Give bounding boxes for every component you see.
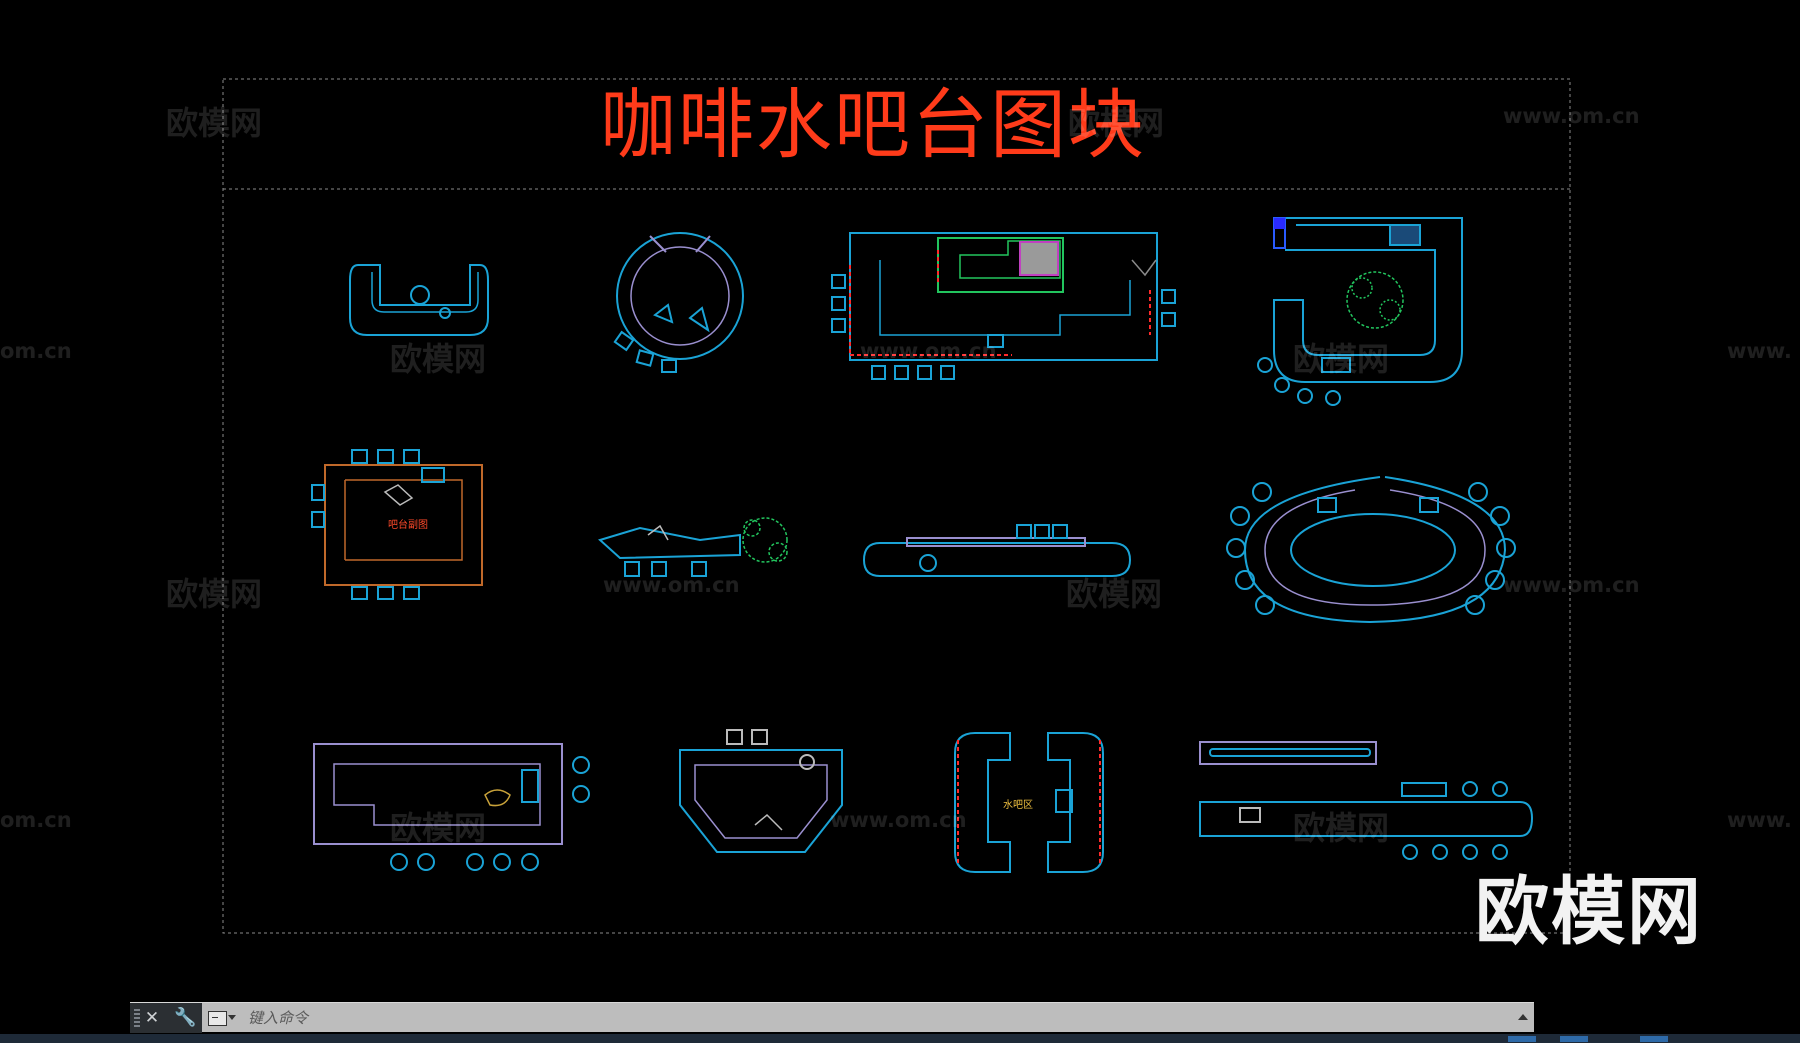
sheet-frame <box>222 78 1571 934</box>
close-icon[interactable]: ✕ <box>144 1008 160 1028</box>
watermark-cn: 欧模网 <box>1293 809 1390 847</box>
watermark-cn: 欧模网 <box>166 575 263 613</box>
watermark-url: www. <box>1727 808 1792 832</box>
history-up-icon[interactable] <box>1518 1014 1528 1020</box>
watermark-url: www.om.cn <box>1503 573 1640 597</box>
bar-block-water-bar <box>954 732 1104 873</box>
watermark-cn: 欧模网 <box>390 809 487 847</box>
watermark-cn: 欧模网 <box>1066 575 1163 613</box>
bar-block-orange <box>311 449 483 600</box>
watermark-cn: 欧模网 <box>166 104 263 142</box>
customize-wrench-icon[interactable]: 🔧 <box>174 1007 197 1028</box>
bar-block-capsule <box>862 524 1132 577</box>
bar-block-u <box>349 264 489 336</box>
watermark-url: om.cn <box>0 339 72 363</box>
command-line-controls: ✕ 🔧 <box>130 1003 202 1033</box>
status-segment[interactable] <box>1560 1036 1588 1042</box>
watermark-cn: 欧模网 <box>1293 340 1390 378</box>
brand-watermark: 欧模网 <box>1475 869 1703 955</box>
bar-block-reception <box>598 517 788 577</box>
bar-block-hex <box>679 729 843 853</box>
command-line: ✕ 🔧 <box>130 1002 1534 1033</box>
bar-label-b: 水吧区 <box>1003 799 1033 811</box>
drag-handle-icon[interactable] <box>134 1009 140 1027</box>
watermark-url: www.om.cn <box>860 339 997 363</box>
status-bar <box>0 1034 1800 1043</box>
bar-label-a: 吧台副图 <box>388 518 428 531</box>
watermark-url: www.om.cn <box>603 573 740 597</box>
command-input[interactable] <box>242 1006 1504 1030</box>
bar-block-kitchen <box>831 232 1176 380</box>
watermark-cn: 欧模网 <box>390 340 487 378</box>
watermark-url: om.cn <box>0 808 72 832</box>
drawing-title: 咖啡水吧台图块 <box>600 80 1146 169</box>
watermark-url: www.om.cn <box>830 808 967 832</box>
watermark-url: www. <box>1727 339 1792 363</box>
bar-block-long-counters <box>1199 741 1534 860</box>
bar-block-l-plant <box>1257 217 1463 406</box>
bar-block-round <box>613 232 744 373</box>
watermark-cn: 欧模网 <box>1068 104 1165 142</box>
command-prompt-icon[interactable] <box>204 1008 238 1028</box>
bar-block-oval <box>1226 476 1516 624</box>
bar-block-purple-l <box>313 743 590 871</box>
status-segment[interactable] <box>1508 1036 1536 1042</box>
terminal-icon <box>208 1011 227 1026</box>
status-segment[interactable] <box>1640 1036 1668 1042</box>
chevron-down-icon <box>228 1015 236 1020</box>
watermark-url: www.om.cn <box>1503 104 1640 128</box>
